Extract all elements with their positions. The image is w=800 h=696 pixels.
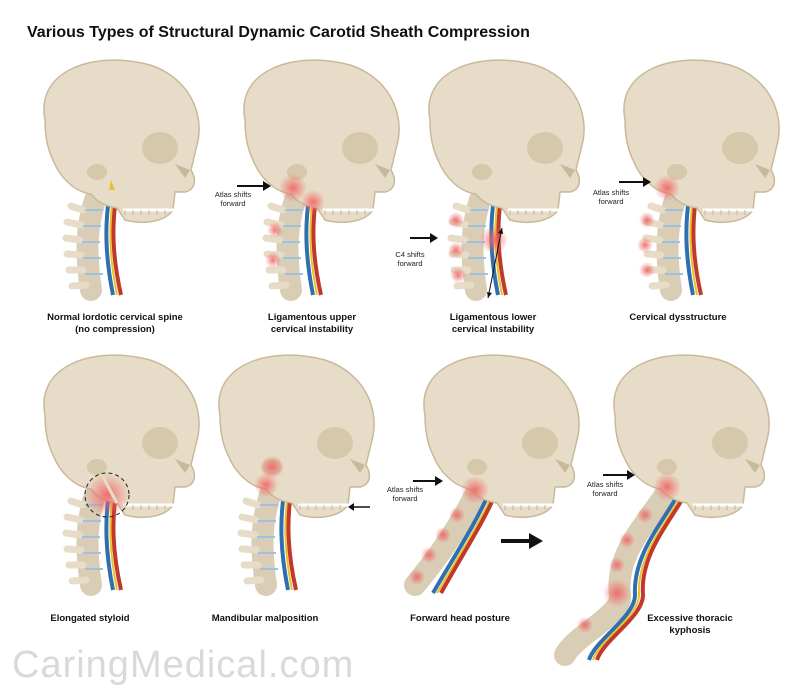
page-title: Various Types of Structural Dynamic Caro…	[27, 24, 530, 41]
panel-styloid: Elongated styloid	[25, 353, 225, 655]
panel-forward-head: Atlas shifts forward Forward head postur…	[387, 353, 605, 655]
annotation-atlas-shifts: Atlas shifts forward	[386, 485, 424, 503]
inflammation-glow	[85, 473, 129, 517]
panel-kyphosis: Atlas shifts forward Excessive thoracic …	[554, 353, 795, 666]
inflammation-glow	[461, 476, 489, 504]
annotation-atlas-shifts: Atlas shifts forward	[586, 480, 624, 498]
caption-normal: Normal lordotic cervical spine (no compr…	[47, 312, 183, 335]
inflammation-glow	[301, 190, 325, 214]
skull-spine-illustration	[410, 58, 586, 320]
annotation-atlas-shifts: Atlas shifts forward	[592, 188, 630, 206]
double-arrow-icon	[487, 227, 503, 299]
inflammation-glow	[480, 226, 508, 254]
caption-kyphosis: Excessive thoracic kyphosis	[647, 613, 733, 636]
skull-spine-illustration	[554, 353, 771, 666]
inflammation-glow	[603, 579, 631, 607]
skull-spine-illustration	[237, 58, 401, 320]
annotation-atlas-shifts: Atlas shifts forward	[214, 190, 252, 208]
highlight-circle	[84, 472, 130, 518]
inflammation-glow	[654, 175, 680, 201]
panel-upper-instability: Atlas shifts forward Ligamentous upper c…	[215, 58, 425, 360]
annotation-c4-shifts: C4 shifts forward	[395, 250, 425, 268]
skull-spine-illustration	[404, 353, 581, 596]
caption-dysstructure: Cervical dysstructure	[629, 312, 727, 323]
watermark: CaringMedical.com	[12, 644, 355, 686]
skull-spine-illustration	[42, 58, 201, 320]
inflammation-glow	[653, 473, 681, 501]
caption-lower-instability: Ligamentous lower cervical instability	[449, 312, 537, 335]
caption-mandibular: Mandibular malposition	[211, 613, 319, 624]
caption-upper-instability: Ligamentous upper cervical instability	[267, 312, 357, 335]
inflammation-glow	[279, 174, 307, 202]
panel-dysstructure: Atlas shifts forward Cervical dysstructu…	[593, 58, 800, 360]
panel-lower-instability: C4 shifts forward Ligamentous lower cerv…	[395, 58, 610, 360]
panel-normal: Normal lordotic cervical spine (no compr…	[25, 58, 225, 360]
skull-spine-illustration	[217, 353, 376, 615]
skull-spine-illustration	[42, 353, 201, 615]
caption-forward-head: Forward head posture	[410, 613, 510, 624]
caption-styloid: Elongated styloid	[50, 613, 130, 624]
panel-mandibular: Mandibular malposition	[200, 353, 400, 655]
skull-spine-illustration	[619, 58, 781, 320]
